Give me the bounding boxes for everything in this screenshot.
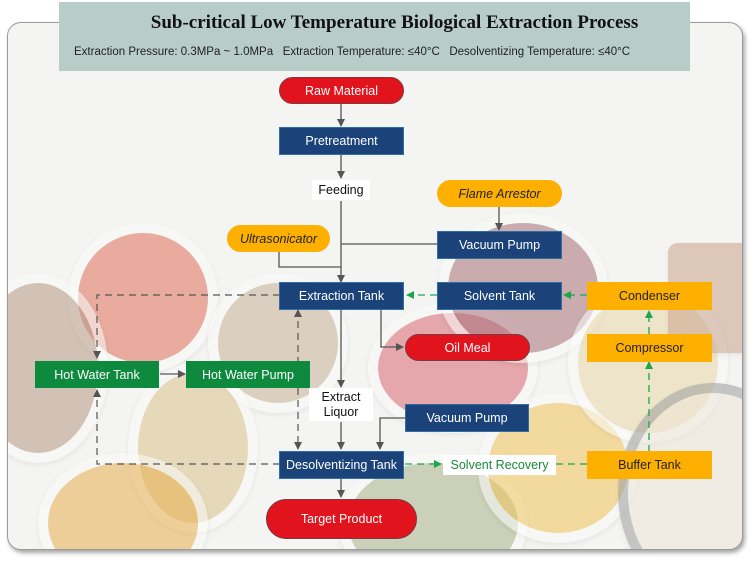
vacuum-pump-top-node: Vacuum Pump: [437, 231, 562, 259]
extract-liquor-line1: Extract: [321, 389, 361, 404]
diagram-title: Sub-critical Low Temperature Biological …: [150, 12, 639, 33]
hot-water-tank-node: Hot Water Tank: [35, 361, 159, 388]
solvent-tank-node: Solvent Tank: [437, 282, 562, 310]
ultrasonicator-node: Ultrasonicator: [227, 225, 330, 252]
hot-water-pump-node: Hot Water Pump: [186, 361, 310, 388]
desolventizing-tank-node: Desolventizing Tank: [279, 451, 404, 479]
line-ultrasonicator-to-main: [278, 252, 341, 268]
process-parameters: Extraction Pressure: 0.3MPa ~ 1.0MPa Ext…: [74, 46, 631, 58]
flame-arrestor-node: Flame Arrestor: [437, 180, 562, 207]
condenser-node: Condenser: [587, 282, 712, 310]
target-product-node: Target Product: [266, 499, 417, 539]
solvent-recovery-label: Solvent Recovery: [443, 455, 556, 475]
dashed-desolventizing-to-hwtank: [93, 389, 280, 465]
extract-liquor-line2: Liquor: [323, 404, 359, 419]
extract-liquor-label: Extract Liquor: [309, 388, 373, 421]
compressor-node: Compressor: [587, 334, 712, 362]
feeding-label: Feeding: [312, 180, 370, 200]
vacuum-pump-bottom-node: Vacuum Pump: [405, 404, 529, 432]
arrow-extraction-to-oilmeal: [380, 308, 404, 351]
extraction-tank-node: Extraction Tank: [279, 282, 404, 310]
arrow-vacuum2-to-desolventizing: [376, 417, 407, 450]
pretreatment-node: Pretreatment: [279, 127, 404, 155]
header-banner: Sub-critical Low Temperature Biological …: [59, 2, 690, 71]
dashed-extraction-to-hwtank: [93, 294, 280, 359]
buffer-tank-node: Buffer Tank: [587, 451, 712, 479]
raw-material-node: Raw Material: [279, 77, 404, 104]
oil-meal-node: Oil Meal: [405, 334, 530, 361]
